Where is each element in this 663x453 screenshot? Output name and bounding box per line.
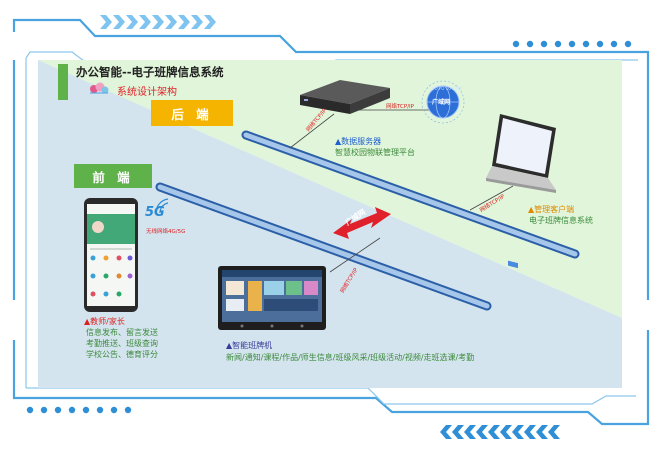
net-5g-label: 5G (145, 205, 165, 220)
wan-globe-icon (421, 80, 465, 124)
triangle-marker-icon: ▲ (226, 341, 233, 350)
net-5g-desc: 无线网络4G/5G (146, 229, 186, 235)
mobile-desc: 信息发布、留言发送 考勤推送、班级查询 学校公告、德育评分 (86, 327, 158, 360)
laptop-icon (486, 114, 556, 269)
wan-net-text: I/O FO 10·1024 (432, 86, 463, 91)
top-chevrons (100, 15, 216, 29)
cloud-network-icon (88, 80, 110, 94)
mobile-desc-line: 考勤推送、班级查询 (86, 339, 158, 348)
client-desc: 电子班牌信息系统 (529, 216, 593, 225)
triangle-marker-icon: ▲ (335, 137, 342, 146)
backend-tag: 后 端 (151, 100, 233, 126)
mobile-desc-line: 学校公告、德育评分 (86, 350, 158, 359)
title-accent-bar (58, 64, 68, 100)
board-desc: 新闻/通知/课程/作品/师生信息/班级风采/班级活动/视频/走班选课/考勤 (226, 353, 475, 362)
server-wan-link-label: 网络TCP/IP (386, 104, 414, 110)
server-name: ▲数据服务器 (335, 137, 382, 146)
triangle-marker-icon: ▲ (84, 317, 91, 326)
diagram-subtitle: 系统设计架构 (117, 87, 177, 98)
mobile-desc-line: 信息发布、留言发送 (86, 328, 158, 337)
diagram-title: 办公智能--电子班牌信息系统 (76, 65, 224, 79)
backend-pipe (241, 130, 580, 259)
mobile-name: ▲教师/家长 (84, 317, 125, 326)
outer-frame (12, 18, 650, 426)
frontend-pipe (155, 182, 492, 311)
board-name: ▲智能班牌机 (226, 341, 273, 350)
connector-lines (289, 109, 514, 273)
smart-board-icon (218, 266, 326, 330)
wan-arrow (333, 207, 391, 239)
triangle-marker-icon: ▲ (528, 205, 535, 214)
phone-icon (84, 198, 138, 312)
client-name: ▲管理客户端 (528, 205, 575, 214)
frontend-tag: 前 端 (74, 164, 152, 188)
server-desc: 智慧校园物联管理平台 (335, 148, 415, 157)
wan-globe-label: 广域网 (432, 99, 451, 106)
bottom-chevrons (440, 425, 560, 439)
bottom-dots (26, 406, 132, 414)
server-icon (300, 80, 390, 114)
signal-5g-icon (155, 198, 169, 214)
top-dots (512, 40, 632, 48)
